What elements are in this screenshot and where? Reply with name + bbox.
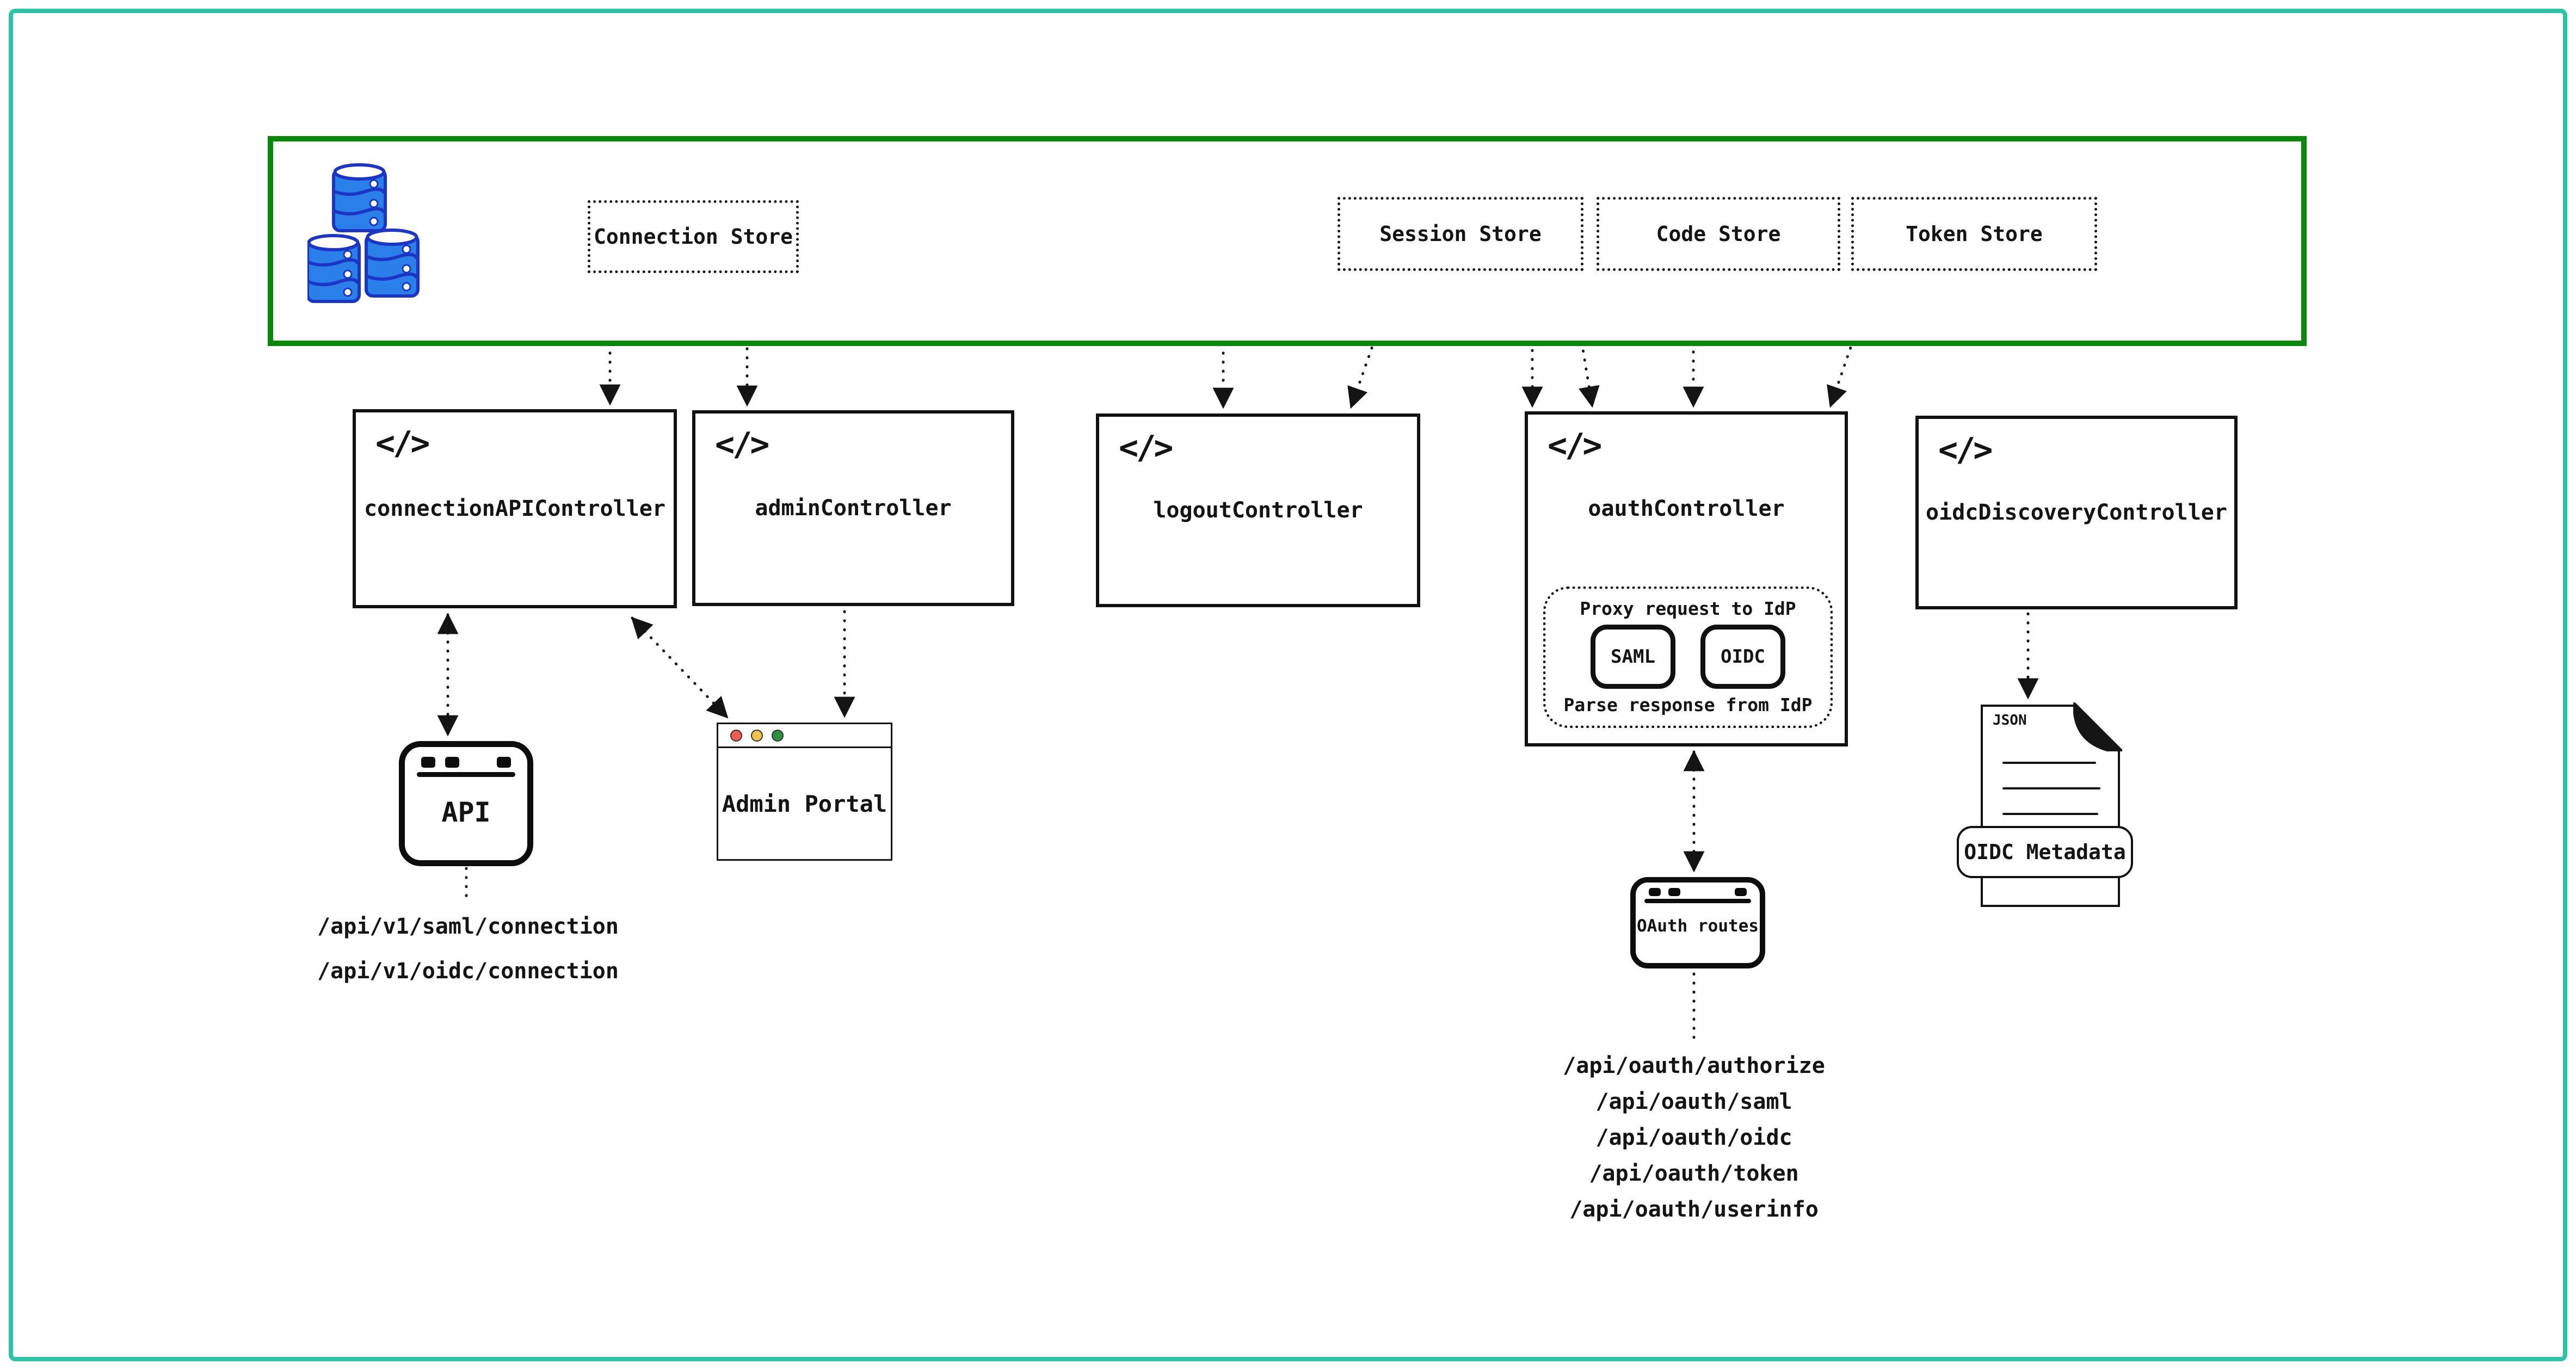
api-window-label: API: [441, 797, 491, 828]
browser-toolbar-rule: [417, 772, 515, 777]
window-titlebar: [718, 724, 891, 748]
window-button-icon: [445, 757, 459, 768]
controller-oidc-discovery-label: oidcDiscoveryController: [1926, 500, 2227, 525]
admin-portal-window: Admin Portal: [717, 723, 892, 861]
database-icon: [307, 163, 420, 303]
document-line: [2002, 813, 2098, 815]
parse-response-label: Parse response from IdP: [1563, 694, 1813, 715]
window-button-icon: [421, 757, 435, 768]
idp-proxy-box: Proxy request to IdP SAML OIDC Parse res…: [1543, 587, 1833, 728]
oidc-metadata-label: OIDC Metadata: [1964, 840, 2126, 864]
code-icon: </>: [375, 424, 430, 462]
oidc-metadata-document: JSON OIDC Metadata: [1957, 702, 2133, 907]
store-token-label: Token Store: [1906, 222, 2043, 246]
controller-connection-api: </> connectionAPIController: [353, 409, 677, 608]
endpoint-item: /api/oauth/token: [1589, 1161, 1799, 1186]
protocol-pills: SAML OIDC: [1591, 625, 1785, 689]
traffic-light-green-icon: [772, 729, 784, 742]
endpoint-item: /api/v1/saml/connection: [317, 914, 619, 939]
json-file-tag: JSON: [1993, 712, 2027, 729]
saml-pill: SAML: [1591, 625, 1675, 689]
endpoint-item: /api/oauth/authorize: [1563, 1053, 1825, 1078]
window-button-icon: [1649, 888, 1661, 896]
arrow-connection-store-oauth-controller: [842, 268, 1543, 408]
controller-oauth-label: oauthController: [1588, 496, 1785, 521]
controller-admin: </> adminController: [692, 410, 1014, 606]
page-fold-icon: [2073, 702, 2122, 751]
oidc-pill: OIDC: [1700, 625, 1785, 689]
endpoint-item: /api/oauth/userinfo: [1569, 1197, 1819, 1222]
endpoint-item: /api/oauth/oidc: [1595, 1125, 1792, 1150]
window-button-icon: [1735, 888, 1747, 896]
window-button-icon: [497, 757, 511, 768]
controller-connection-api-label: connectionAPIController: [364, 496, 665, 521]
browser-titlebar: [1646, 888, 1750, 898]
traffic-light-yellow-icon: [751, 729, 763, 742]
window-button-icon: [1668, 888, 1680, 896]
connection-api-endpoints: /api/v1/saml/connection /api/v1/oidc/con…: [305, 904, 631, 993]
oauth-routes-label: OAuth routes: [1637, 916, 1759, 936]
controller-oidc-discovery: </> oidcDiscoveryController: [1915, 416, 2238, 609]
controller-oauth: </> oauthController Proxy request to IdP…: [1525, 411, 1848, 746]
oidc-metadata-banner: OIDC Metadata: [1957, 826, 2133, 878]
code-icon: </>: [1119, 429, 1173, 467]
code-icon: </>: [715, 425, 769, 464]
traffic-light-red-icon: [730, 729, 742, 742]
admin-portal-label: Admin Portal: [722, 790, 888, 817]
proxy-request-label: Proxy request to IdP: [1580, 598, 1796, 619]
store-code: Code Store: [1597, 197, 1840, 271]
store-connection: Connection Store: [588, 200, 799, 273]
page-border: [9, 9, 2567, 1361]
controller-logout-label: logoutController: [1153, 498, 1363, 523]
store-session-label: Session Store: [1379, 222, 1542, 246]
store-session: Session Store: [1338, 197, 1583, 271]
arrow-connection-store-logout-controller: [773, 277, 1234, 409]
store-connection-label: Connection Store: [593, 225, 793, 249]
oauth-routes-window-icon: OAuth routes: [1630, 877, 1765, 968]
store-token: Token Store: [1851, 197, 2097, 271]
browser-toolbar-rule: [1644, 899, 1751, 903]
browser-titlebar: [418, 757, 514, 770]
code-icon: </>: [1938, 431, 1993, 469]
endpoint-item: /api/v1/oidc/connection: [317, 959, 619, 984]
document-line: [2002, 787, 2100, 789]
endpoint-item: /api/oauth/saml: [1595, 1089, 1792, 1114]
controller-admin-label: adminController: [755, 496, 952, 521]
document-line: [2002, 762, 2096, 764]
store-code-label: Code Store: [1656, 222, 1781, 246]
api-window-icon: API: [399, 741, 533, 866]
code-icon: </>: [1548, 427, 1602, 465]
controller-logout: </> logoutController: [1096, 414, 1420, 607]
oauth-endpoints: /api/oauth/authorize /api/oauth/saml /ap…: [1531, 1048, 1857, 1227]
